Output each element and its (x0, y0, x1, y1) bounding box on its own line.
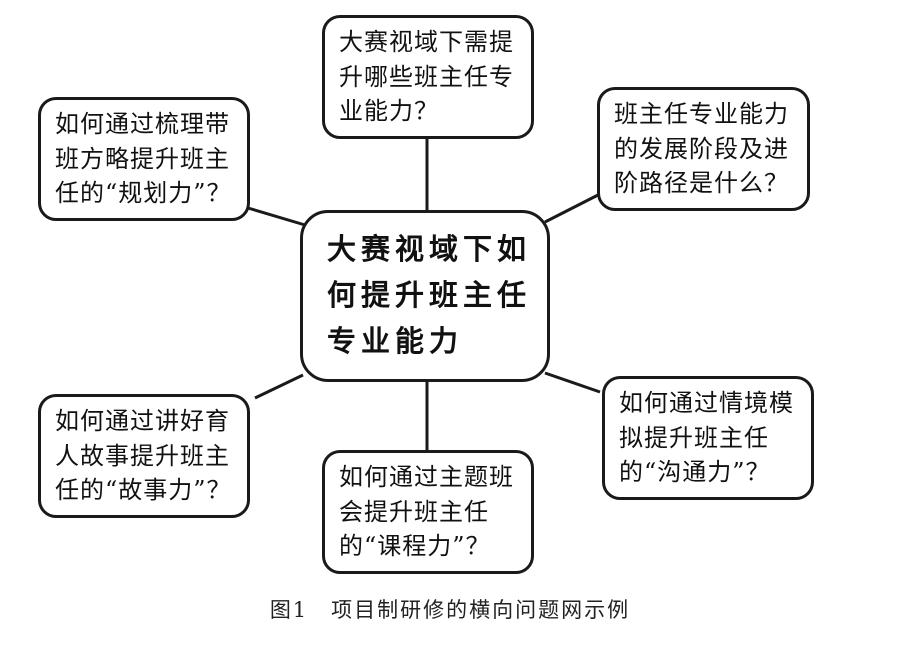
question-text-upper-left: 如何通过梳理带班方略提升班主任的“规划力”？ (55, 109, 232, 208)
central-topic-text: 大赛视域下如何提升班主任专业能力 (327, 232, 532, 358)
connector-lower-left (254, 373, 304, 400)
question-node-lower-right: 如何通过情境模拟提升班主任的“沟通力”？ (602, 376, 814, 500)
central-topic-node: 大赛视域下如何提升班主任专业能力 (300, 210, 550, 382)
question-text-bottom: 如何通过主题班会提升班主任的“课程力”？ (339, 462, 514, 561)
question-text-lower-left: 如何通过讲好育人故事提升班主任的“故事力”？ (55, 406, 232, 505)
question-text-lower-right: 如何通过情境模拟提升班主任的“沟通力”？ (619, 388, 794, 487)
question-text-upper-right: 班主任专业能力的发展阶段及进阶路径是什么？ (614, 99, 789, 198)
figure-caption: 图1 项目制研修的横向问题网示例 (269, 598, 631, 622)
question-node-bottom: 如何通过主题班会提升班主任的“课程力”？ (322, 450, 534, 574)
connector-upper-left (247, 206, 306, 227)
question-text-top: 大赛视域下需提升哪些班主任专业能力？ (339, 27, 514, 126)
question-node-top: 大赛视域下需提升哪些班主任专业能力？ (322, 15, 534, 139)
connector-upper-right (544, 193, 599, 224)
question-node-upper-left: 如何通过梳理带班方略提升班主任的“规划力”？ (38, 97, 250, 221)
connector-lower-right (544, 371, 601, 394)
question-node-lower-left: 如何通过讲好育人故事提升班主任的“故事力”？ (38, 394, 250, 518)
question-node-upper-right: 班主任专业能力的发展阶段及进阶路径是什么？ (597, 87, 810, 211)
